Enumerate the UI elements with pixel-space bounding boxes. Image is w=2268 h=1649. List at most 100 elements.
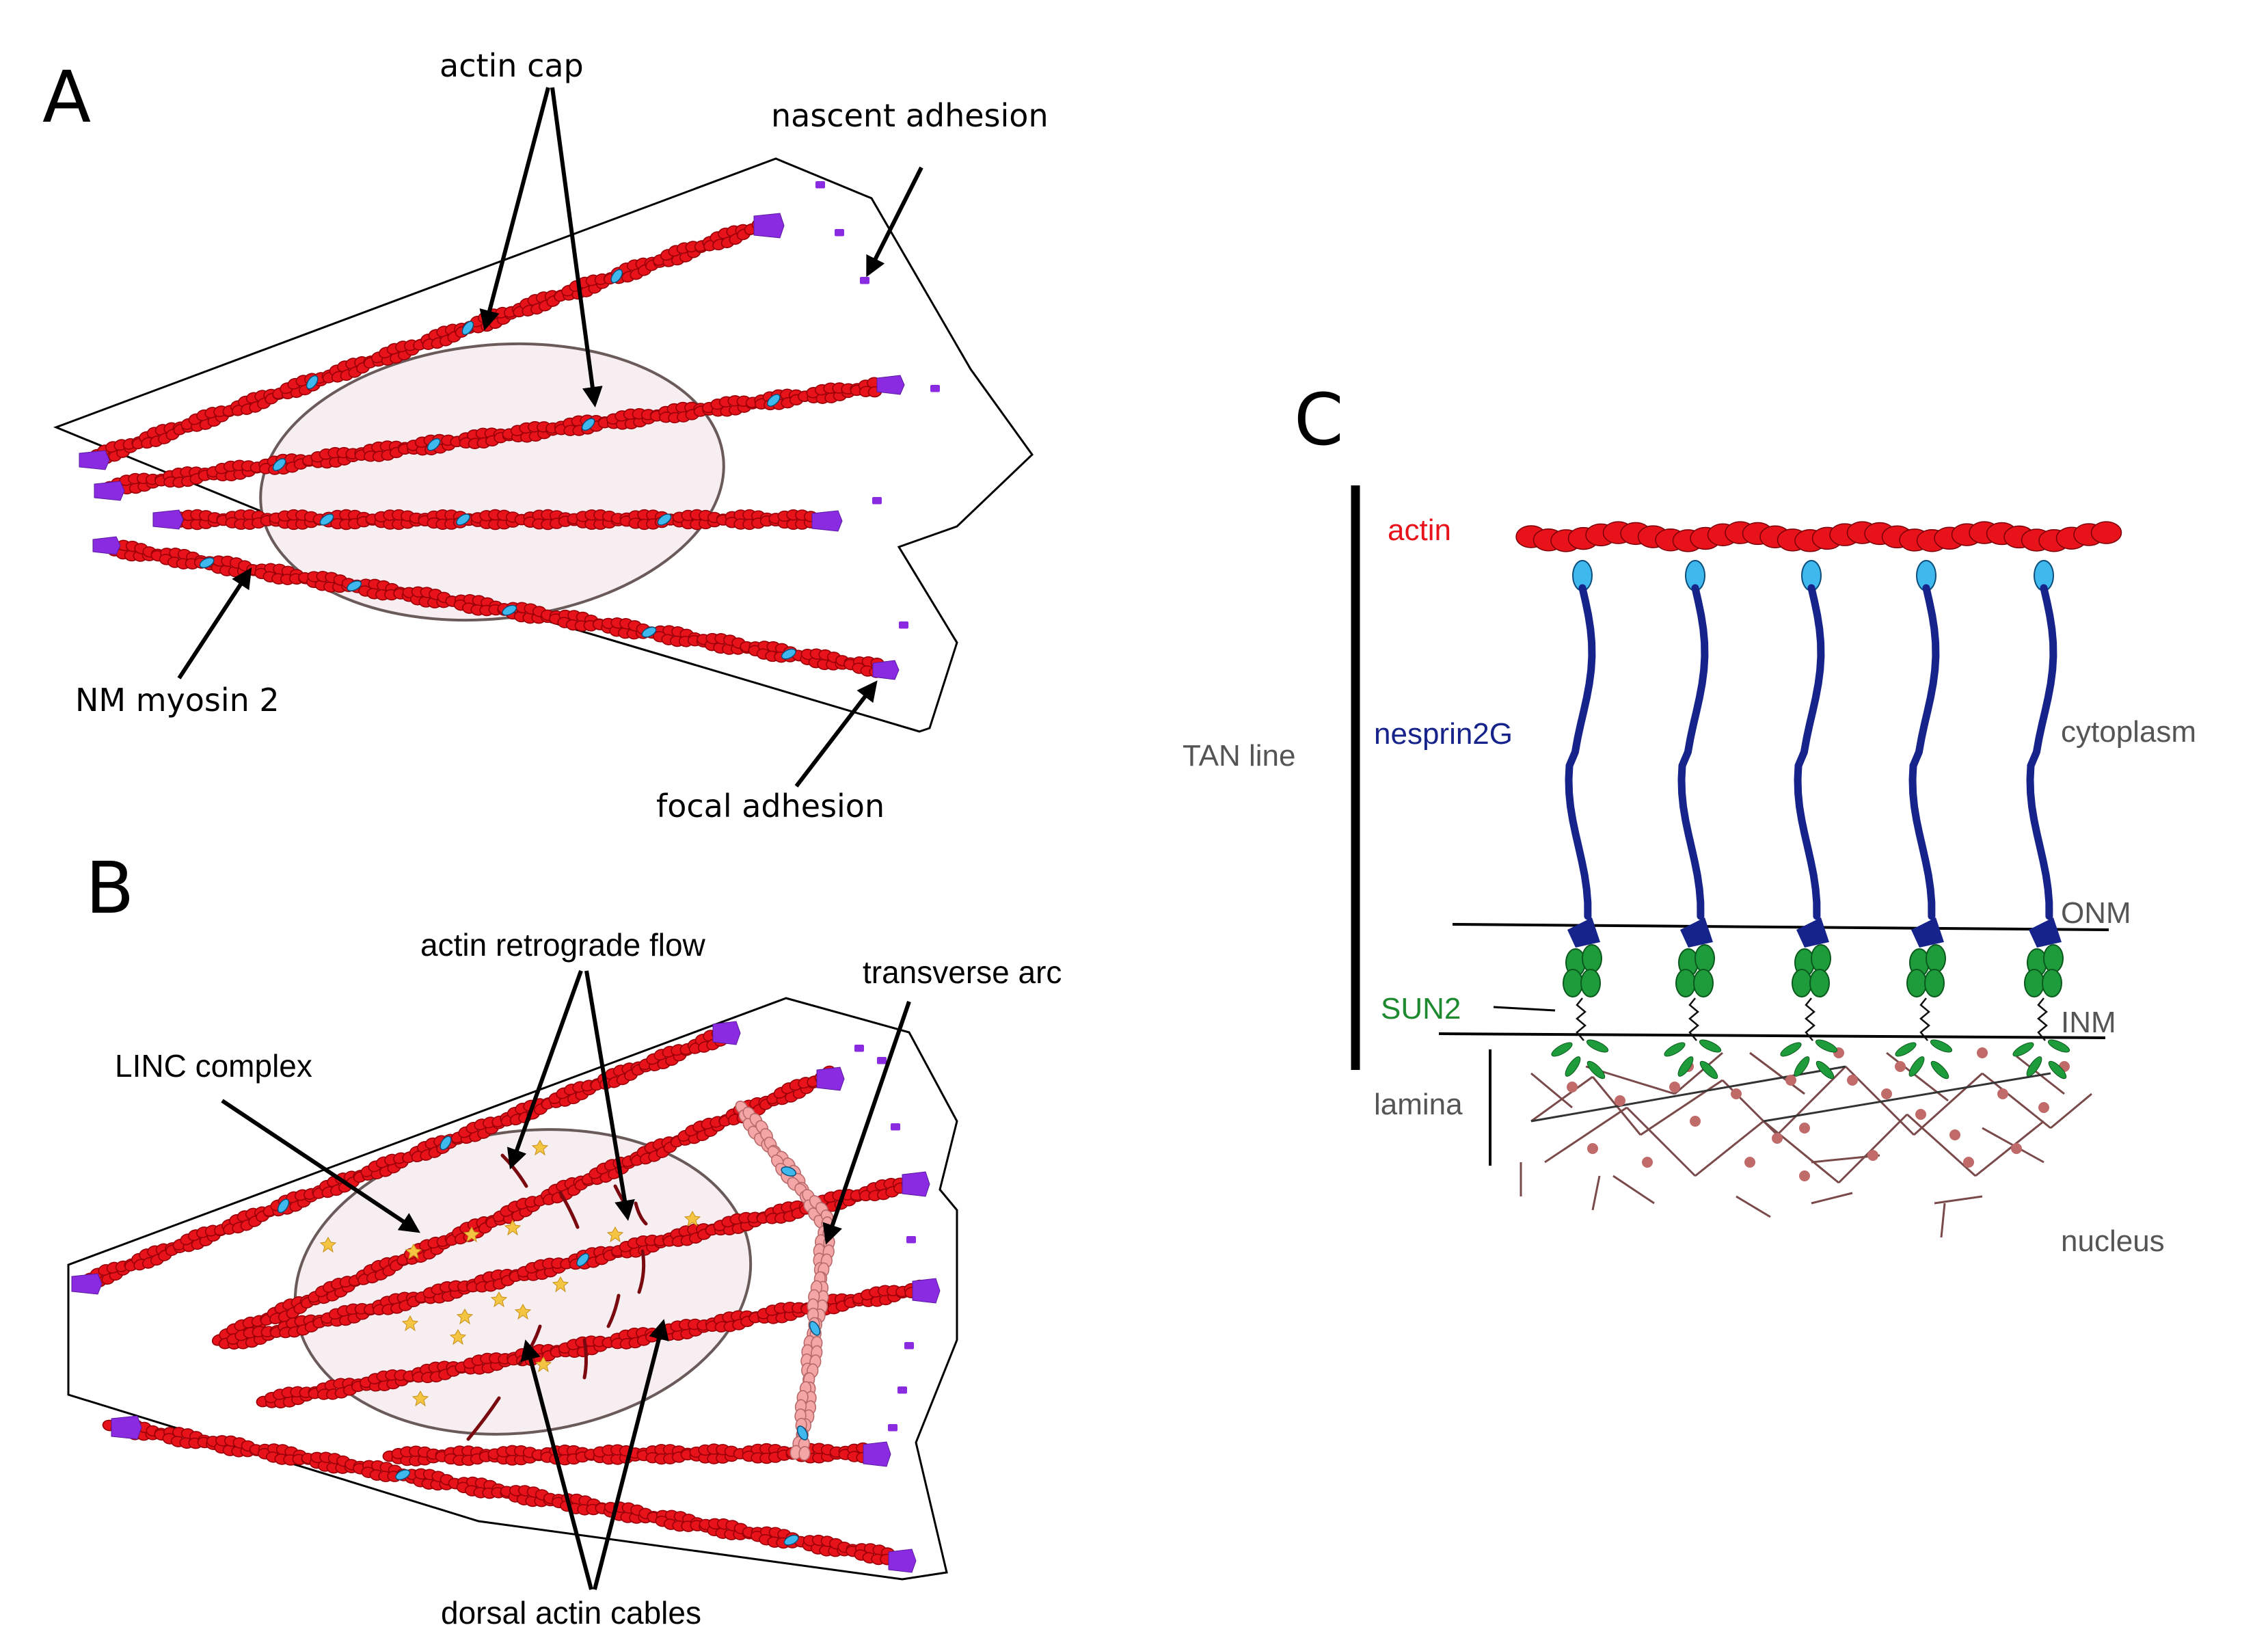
- sun2-domain: [1675, 969, 1696, 997]
- linc-complex: [490, 1291, 508, 1308]
- sun2-stalk: [1919, 997, 1930, 1041]
- sun2-nucleoplasmic-domain: [1699, 1060, 1718, 1080]
- actin-fragment: [637, 1249, 646, 1294]
- focal-adhesion: [902, 1171, 930, 1197]
- focal-adhesion: [876, 375, 905, 395]
- linc-complex: [449, 1328, 467, 1345]
- label-transverse-arc: transverse arc: [863, 954, 1062, 990]
- nesprin-rod: [1908, 584, 1940, 920]
- label-nm-myosin: NM myosin 2: [75, 682, 280, 719]
- focal-adhesion: [94, 481, 125, 501]
- panel-a: A actin cap nascent adhesion NM myosin 2…: [42, 47, 1049, 824]
- actin-fragment: [558, 1191, 580, 1229]
- panel-c: C actin TAN line nesprin2G cytoplasm ONM…: [1183, 378, 2196, 1258]
- myosin-motor: [395, 1469, 411, 1481]
- lamin-filament: [1982, 1072, 2051, 1129]
- sun2-domain: [1809, 969, 1830, 997]
- myosin-motor: [277, 1198, 290, 1214]
- label-inm: INM: [2061, 1006, 2116, 1039]
- kash-domain: [1680, 917, 1713, 948]
- nascent-adhesion: [877, 1057, 887, 1064]
- sun2-domain: [1693, 969, 1714, 997]
- arrow-retrograde-2: [584, 970, 635, 1221]
- arrow-dorsal-1: [520, 1339, 593, 1590]
- myosin-motor: [502, 604, 517, 616]
- kash-domain: [1796, 917, 1829, 948]
- label-actin-cap: actin cap: [440, 47, 584, 84]
- sun2-domain: [2042, 969, 2062, 997]
- label-nucleus: nucleus: [2061, 1224, 2165, 1258]
- sun2-nucleoplasmic-domain: [1908, 1056, 1925, 1077]
- myosin-motor: [456, 513, 470, 526]
- label-nesprin: nesprin2G: [1374, 717, 1513, 751]
- focal-adhesion: [811, 510, 843, 532]
- arrow-nascent-adhesion: [866, 166, 923, 278]
- lamin-associated-protein: [1731, 1088, 1742, 1099]
- label-sun2: SUN2: [1381, 992, 1461, 1025]
- linc-complex: [514, 1303, 532, 1320]
- arrow-retrograde-1: [507, 969, 583, 1170]
- myosin-motor: [581, 418, 595, 431]
- sun2-domain: [2024, 969, 2044, 997]
- focal-adhesion: [71, 1273, 103, 1295]
- arrow-linc-complex: [221, 1099, 420, 1233]
- focal-adhesion: [152, 509, 184, 530]
- lamin-associated-protein: [1915, 1109, 1926, 1120]
- lamin-filament: [1763, 1120, 1839, 1184]
- lamin-associated-protein: [1772, 1133, 1783, 1144]
- nascent-adhesion: [854, 1045, 864, 1052]
- label-actin: actin: [1388, 513, 1451, 547]
- focal-adhesion: [92, 536, 121, 555]
- panel-b-letter: B: [85, 846, 134, 930]
- sun2-nucleoplasmic-domain: [2026, 1056, 2042, 1077]
- myosin-motor: [796, 1425, 809, 1440]
- sun2-stalk: [1805, 997, 1815, 1041]
- myosin-motor: [766, 394, 781, 407]
- arrow-actin-cap-1: [479, 87, 550, 331]
- sun2-domain: [1582, 944, 1602, 973]
- lamin-associated-protein: [1977, 1047, 1988, 1058]
- sun2-pointer: [1493, 1006, 1556, 1012]
- focal-adhesion: [912, 1278, 941, 1304]
- nascent-adhesion: [930, 385, 940, 392]
- focal-adhesion: [111, 1415, 142, 1440]
- sun2-nucleoplasmic-domain: [1586, 1039, 1609, 1053]
- lamin-associated-protein: [1669, 1082, 1680, 1092]
- lamin-filament: [1934, 1195, 1983, 1205]
- sun2-domain: [1811, 944, 1831, 973]
- actin-stress-fiber: [102, 377, 882, 495]
- inm-line: [1438, 1032, 2106, 1039]
- sun2-nucleoplasmic-domain: [2048, 1060, 2067, 1080]
- myosin-motor: [199, 557, 215, 569]
- kash-domain: [1911, 917, 1944, 948]
- sun2-nucleoplasmic-domain: [1930, 1060, 1949, 1080]
- arrow-nm-myosin: [177, 567, 252, 680]
- lamin-filament: [1763, 1072, 2051, 1123]
- myosin-motor: [610, 269, 623, 284]
- lamin-filament: [1811, 1192, 1853, 1205]
- actin-fragment: [500, 1153, 528, 1188]
- sun2-nucleoplasmic-domain: [1551, 1042, 1573, 1057]
- lamin-associated-protein: [1963, 1157, 1974, 1168]
- actin-fragment: [606, 1293, 621, 1328]
- sun2-nucleoplasmic-domain: [2012, 1042, 2034, 1057]
- panel-a-letter: A: [42, 55, 91, 139]
- lamin-associated-protein: [2038, 1102, 2049, 1113]
- nesprin-rod: [1677, 584, 1709, 920]
- linc-complex: [504, 1219, 522, 1236]
- arrow-actin-cap-2: [550, 87, 603, 407]
- nascent-adhesion: [815, 181, 825, 189]
- lamin-filament: [1530, 1072, 1573, 1109]
- lamin-filament: [1612, 1175, 1655, 1205]
- focal-adhesion: [872, 660, 900, 680]
- focal-adhesion: [863, 1441, 891, 1467]
- linc-complex: [401, 1315, 419, 1332]
- nascent-adhesion: [835, 229, 844, 237]
- lamin-filament: [2050, 1092, 2092, 1129]
- sun2-nucleoplasmic-domain: [1780, 1042, 1802, 1057]
- label-retrograde-flow: actin retrograde flow: [420, 927, 706, 963]
- sun2-stalk: [1576, 997, 1587, 1041]
- lamina-mesh: [1520, 1047, 2092, 1238]
- myosin-motor: [809, 1321, 821, 1336]
- sun2-nucleoplasmic-domain: [1794, 1056, 1810, 1077]
